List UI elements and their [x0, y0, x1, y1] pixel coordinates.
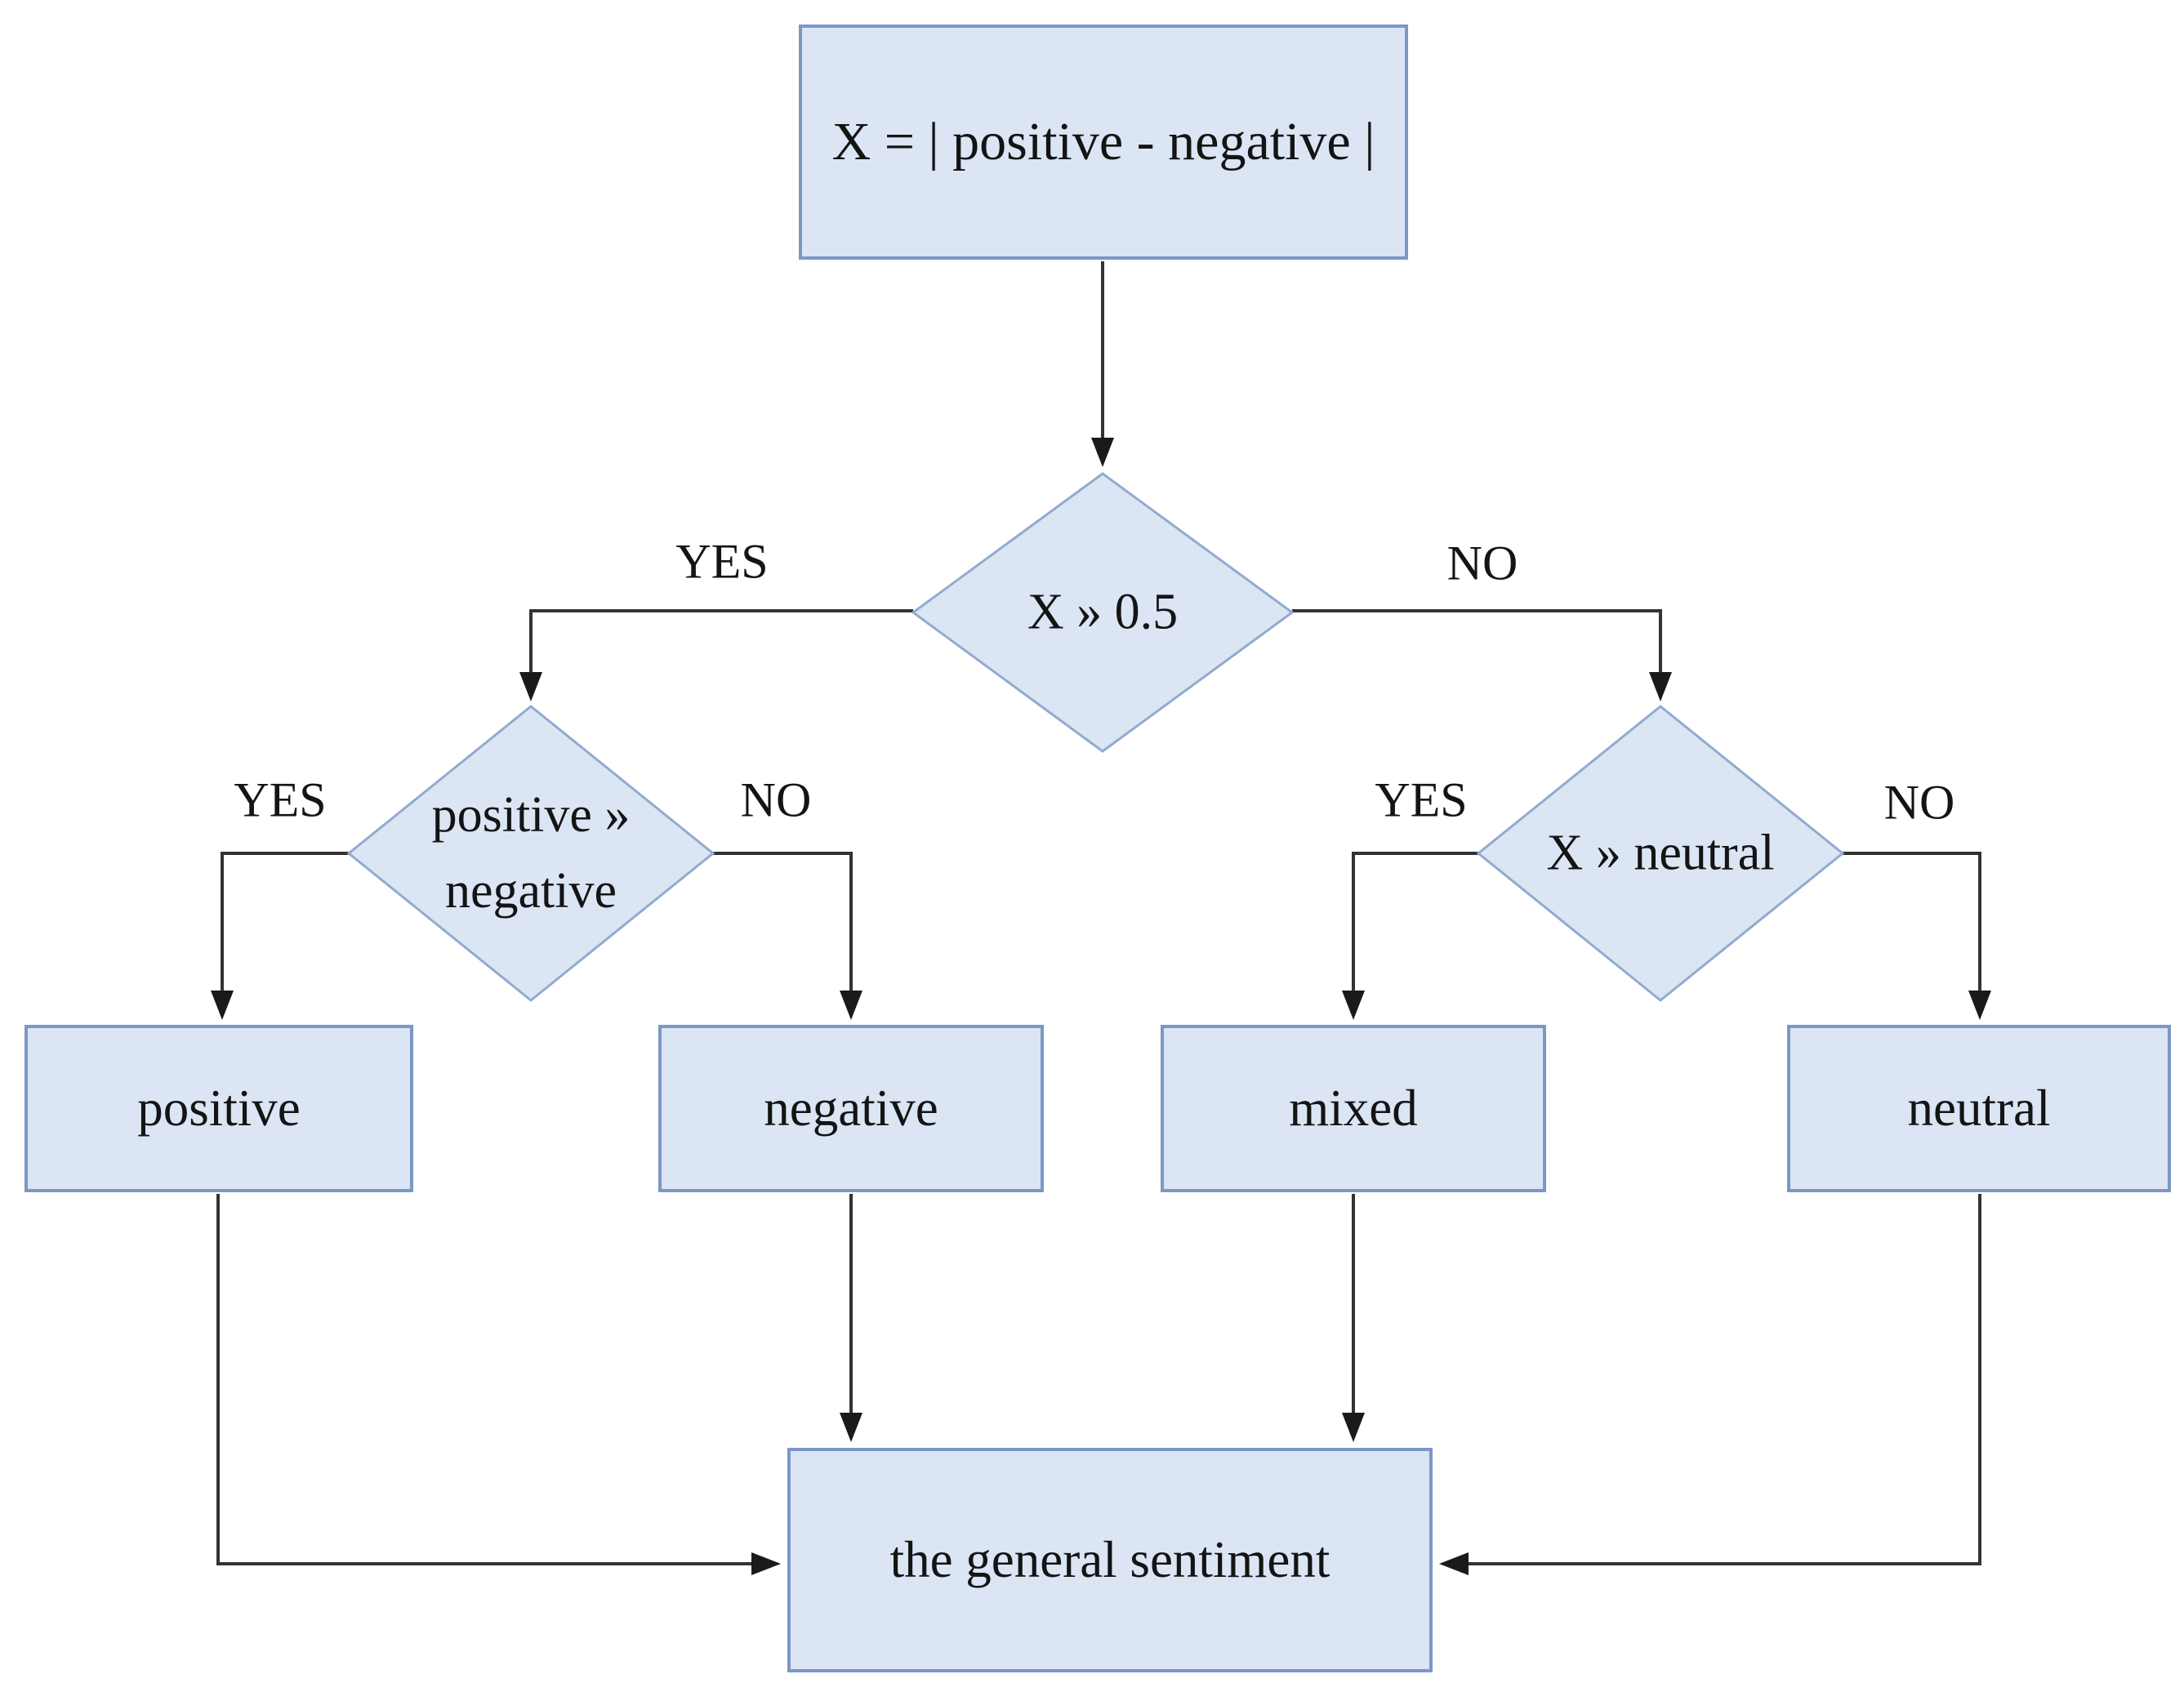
- edge-label-d2-left-yes: YES: [234, 772, 327, 827]
- connector-d2-left-yes-to-positive: [211, 852, 349, 1020]
- node-outcome-neutral-label: neutral: [1907, 1079, 2051, 1137]
- connector-d2-right-no-to-neutral: [1843, 852, 1991, 1020]
- edge-label-d2-right-no: NO: [1883, 775, 1955, 830]
- edge-label-d1-yes: YES: [675, 534, 769, 589]
- decision-d2-left-diamond-outline: [346, 705, 715, 1002]
- node-formula: X = | positive - negative |: [799, 24, 1408, 260]
- edge-label-d2-right-yes: YES: [1375, 772, 1468, 827]
- node-outcome-neutral: neutral: [1787, 1025, 2171, 1192]
- node-general-sentiment-label: the general sentiment: [889, 1530, 1330, 1588]
- node-outcome-negative: negative: [658, 1025, 1044, 1192]
- connector-positive-to-result: [216, 1194, 781, 1575]
- connector-d2-left-no-to-negative: [713, 852, 862, 1020]
- node-outcome-negative-label: negative: [764, 1079, 938, 1137]
- decision-d2-left-label: positive » negative: [432, 777, 631, 929]
- connector-d1-yes-to-d2-left: [519, 609, 913, 701]
- connector-d2-right-yes-to-mixed: [1342, 852, 1478, 1020]
- connector-neutral-to-result: [1439, 1194, 1981, 1575]
- connector-d1-no-to-d2-right: [1292, 609, 1672, 701]
- node-outcome-positive-label: positive: [137, 1079, 301, 1137]
- edge-label-d2-left-no: NO: [740, 772, 812, 827]
- decision-d1-label: X » 0.5: [1027, 584, 1179, 640]
- decision-d2-right-diamond-outline: [1476, 705, 1845, 1002]
- decision-d1-diamond-outline: [911, 472, 1295, 753]
- node-general-sentiment: the general sentiment: [787, 1448, 1433, 1672]
- decision-d2-right-label: X » neutral: [1546, 825, 1775, 881]
- node-outcome-mixed-label: mixed: [1289, 1079, 1418, 1137]
- decision-d2-left-label-line2: negative: [444, 863, 617, 919]
- edge-label-d1-no: NO: [1446, 536, 1518, 590]
- node-outcome-positive: positive: [25, 1025, 413, 1192]
- node-outcome-mixed: mixed: [1161, 1025, 1546, 1192]
- node-formula-label: X = | positive - negative |: [831, 112, 1375, 172]
- decision-d2-left-label-line1: positive »: [431, 787, 631, 843]
